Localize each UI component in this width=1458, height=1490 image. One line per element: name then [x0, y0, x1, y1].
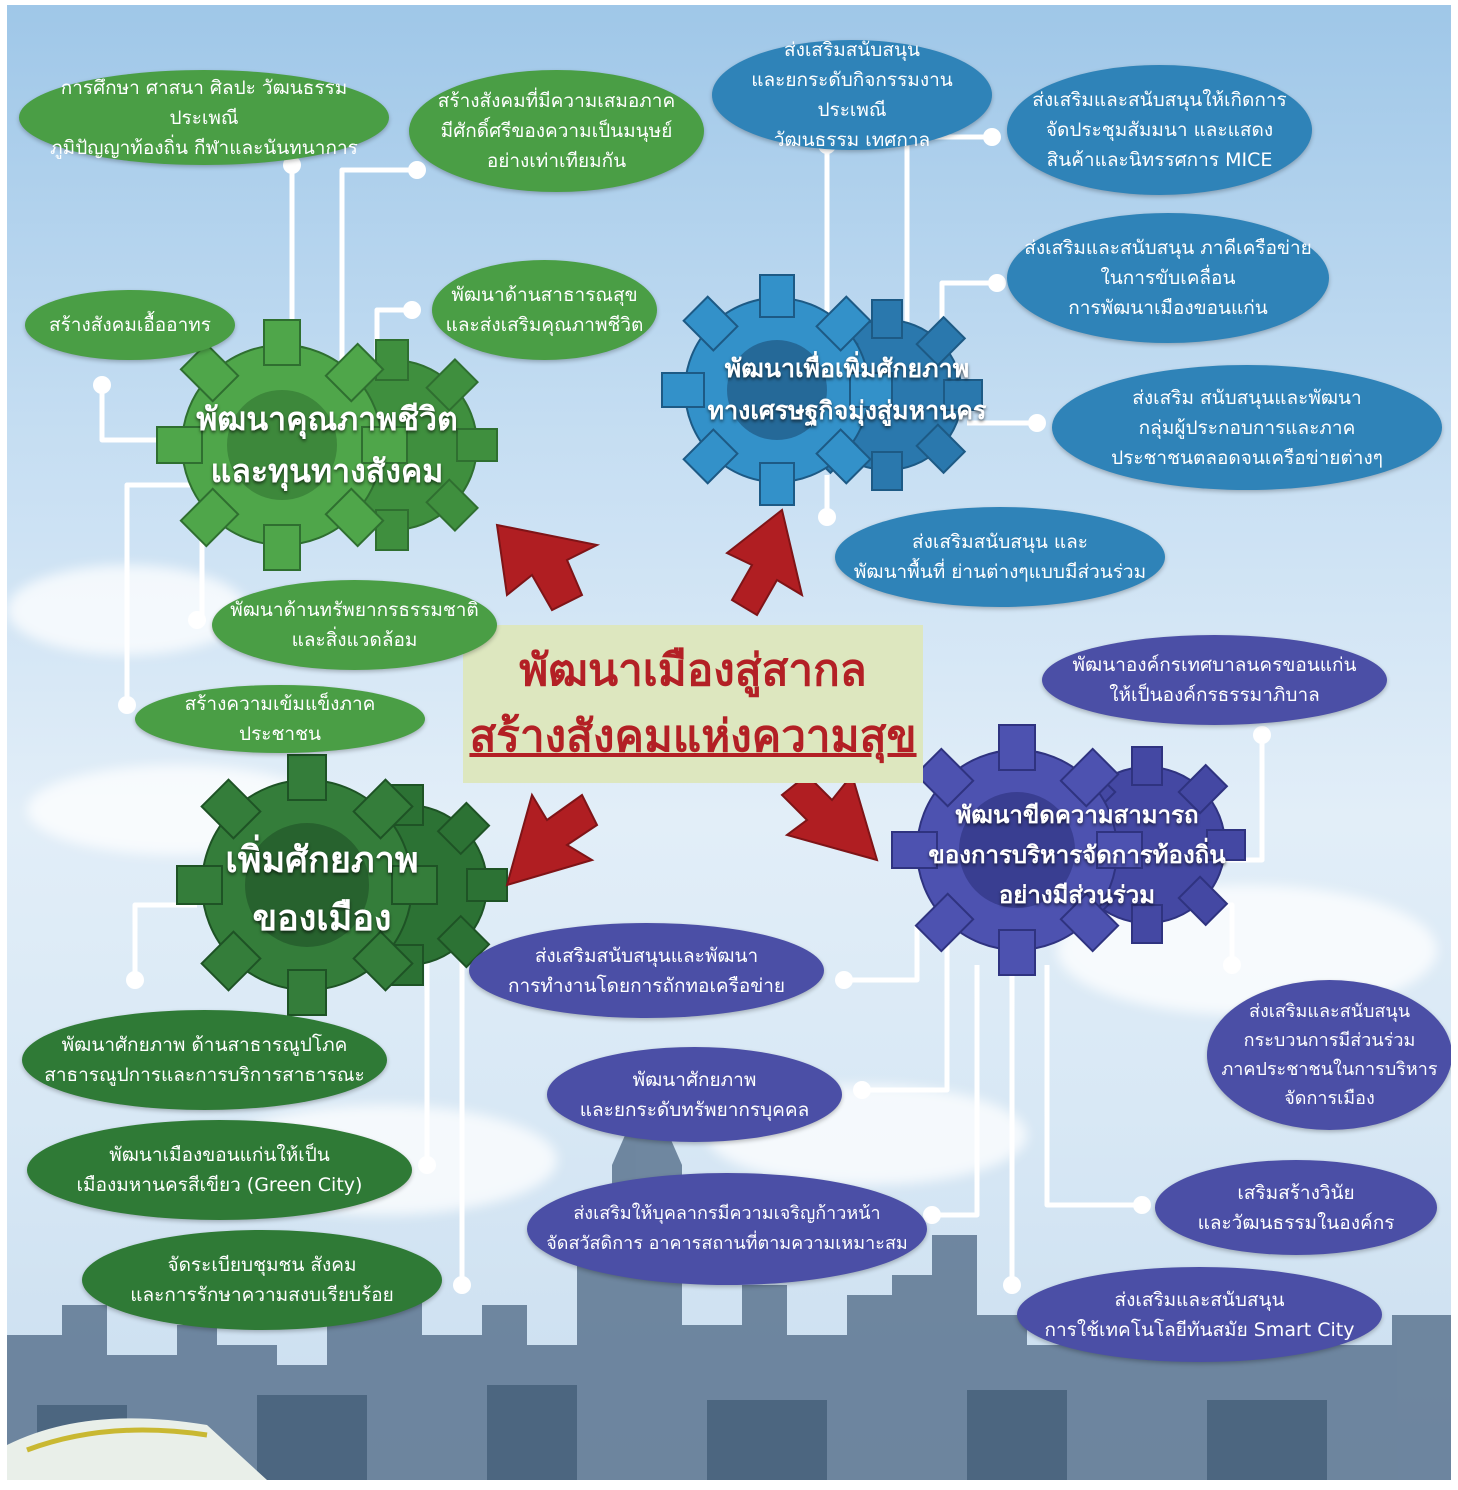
bubble-line: ส่งเสริมสนับสนุน และ — [911, 531, 1089, 553]
arrow-bottom-right — [780, 772, 879, 862]
bubble-discipline: เสริมสร้างวินัย และวัฒนธรรมในองค์กร — [1155, 1160, 1437, 1255]
bubble-line: กระบวนการมีส่วนร่วม — [1243, 1030, 1416, 1051]
bubble-green-city: พัฒนาเมืองขอนแก่นให้เป็น เมืองมหานครสีเข… — [27, 1120, 412, 1220]
bubble-smart-city: ส่งเสริมและสนับสนุน การใช้เทคโนโลยีทันสม… — [1017, 1267, 1382, 1362]
bubble-line: จัดสวัสดิการ อาคารสถานที่ตามความเหมาะสม — [546, 1233, 908, 1254]
bubble-line: พัฒนาเมืองขอนแก่นให้เป็น — [109, 1144, 330, 1166]
gear-title-line: พัฒนาเพื่อเพิ่มศักยภาพ — [724, 354, 970, 383]
bubble-line: ส่งเสริมและสนับสนุน — [1114, 1288, 1285, 1311]
bubble-line: ในการขับเคลื่อน — [1100, 267, 1236, 289]
gear-title-line: ของเมือง — [252, 898, 392, 939]
bubble-line: พัฒนาพื้นที่ ย่านต่างๆแบบมีส่วนร่วม — [853, 561, 1147, 583]
gear-title-line: และทุนทางสังคม — [210, 452, 444, 490]
bubble-line: การใช้เทคโนโลยีทันสมัย Smart City — [1044, 1318, 1355, 1341]
gear-title-line: เพิ่มศักยภาพ — [225, 840, 419, 881]
bubble-line: สร้างสังคมที่มีความเสมอภาค — [437, 90, 676, 112]
gear-bottom-left — [176, 754, 508, 1016]
bubble-line: พัฒนาศักยภาพ ด้านสาธารณูปโภค — [61, 1034, 348, 1056]
bubble-line: ภูมิปัญญาท้องถิ่น กีฬาและนันทนาการ — [50, 136, 358, 159]
gear-title-line: อย่างมีส่วนร่วม — [998, 881, 1156, 909]
bubble-line: จัดระเบียบชุมชน สังคม — [167, 1254, 357, 1276]
gear-bottom-right — [891, 724, 1246, 976]
gear-title-line: พัฒนาขีดความสามารถ — [955, 801, 1199, 829]
bubble-line: ประชาชนตลอดจนเครือข่ายต่างๆ — [1111, 446, 1383, 469]
bubble-line: จัดประชุมสัมมนา และแสดง — [1045, 119, 1274, 141]
bubble-festivals: ส่งเสริมสนับสนุน และยกระดับกิจกรรมงานประ… — [712, 39, 992, 151]
arrow-top-right — [725, 508, 804, 617]
gear-label-top-left: พัฒนาคุณภาพชีวิต และทุนทางสังคม — [167, 390, 487, 500]
bubble-public-utilities: พัฒนาศักยภาพ ด้านสาธารณูปโภค สาธารณูปการ… — [22, 1010, 387, 1110]
bubble-line: และวัฒนธรรมในองค์กร — [1197, 1211, 1395, 1234]
center-title-line2: สร้างสังคมแห่งความสุข — [469, 711, 917, 762]
bubble-line: สาธารณูปการและการบริการสาธารณะ — [44, 1064, 365, 1086]
bubble-line: และส่งเสริมคุณภาพชีวิต — [445, 314, 644, 336]
bubble-networking: ส่งเสริมสนับสนุนและพัฒนา การทำงานโดยการถ… — [469, 923, 824, 1018]
bubble-staff-welfare: ส่งเสริมให้บุคลากรมีความเจริญก้าวหน้า จั… — [527, 1173, 927, 1285]
center-title-box: พัฒนาเมืองสู่สากล สร้างสังคมแห่งความสุข — [463, 625, 923, 783]
bubble-line: ส่งเสริมสนับสนุนและพัฒนา — [534, 944, 759, 967]
bubble-line: และยกระดับทรัพยากรบุคคล — [579, 1098, 810, 1121]
gear-title-line: ทางเศรษฐกิจมุ่งสู่มหานคร — [707, 396, 987, 425]
bubble-line: ส่งเสริมให้บุคลากรมีความเจริญก้าวหน้า — [573, 1203, 881, 1224]
bubble-line: และการรักษาความสงบเรียบร้อย — [130, 1284, 394, 1306]
bubble-education-culture: การศึกษา ศาสนา ศิลปะ วัฒนธรรม ประเพณี ภู… — [19, 70, 389, 165]
bubble-line: สร้างความเข้มแข็งภาคประชาชน — [184, 693, 376, 745]
bubble-line: ส่งเสริม สนับสนุนและพัฒนา — [1132, 386, 1362, 409]
arrow-top-left — [495, 523, 601, 612]
bubble-line: ส่งเสริมและสนับสนุน — [1248, 1001, 1411, 1022]
bubble-generous-society: สร้างสังคมเอื้ออาทร — [25, 290, 235, 360]
bubble-line: พัฒนาศักยภาพ — [632, 1068, 757, 1091]
bubble-district-development: ส่งเสริมสนับสนุน และ พัฒนาพื้นที่ ย่านต่… — [835, 507, 1165, 607]
bubble-line: พัฒนาด้านทรัพยากรธรรมชาติ — [230, 599, 479, 621]
bubble-participation: ส่งเสริมและสนับสนุน กระบวนการมีส่วนร่วม … — [1207, 980, 1451, 1130]
bubble-human-resources: พัฒนาศักยภาพ และยกระดับทรัพยากรบุคคล — [547, 1047, 842, 1142]
bubble-line: และสิ่งแวดล้อม — [291, 629, 418, 651]
bubble-line: พัฒนาด้านสาธารณสุข — [451, 284, 638, 306]
arrow-bottom-left — [505, 792, 599, 887]
bubble-line: พัฒนาองค์กรเทศบาลนครขอนแก่น — [1072, 654, 1357, 676]
infographic-canvas: พัฒนาคุณภาพชีวิต และทุนทางสังคม พัฒนาเพื… — [7, 5, 1451, 1480]
bubble-line: ส่งเสริมสนับสนุน — [784, 39, 920, 61]
bubble-mice: ส่งเสริมและสนับสนุนให้เกิดการ จัดประชุมส… — [1007, 65, 1312, 195]
bubble-line: มีศักดิ์ศรีของความเป็นมนุษย์ — [440, 120, 673, 142]
gear-label-bottom-right: พัฒนาขีดความสามารถ ของการบริหารจัดการท้อ… — [907, 790, 1247, 920]
bubble-line: จัดการเมือง — [1284, 1088, 1375, 1109]
gear-label-bottom-left: เพิ่มศักยภาพ ของเมือง — [207, 830, 437, 950]
gear-title-line: ของการบริหารจัดการท้องถิ่น — [928, 841, 1226, 869]
gear-title-line: พัฒนาคุณภาพชีวิต — [196, 400, 458, 438]
bubble-good-governance: พัฒนาองค์กรเทศบาลนครขอนแก่น ให้เป็นองค์ก… — [1042, 635, 1387, 725]
bubble-natural-resources: พัฒนาด้านทรัพยากรธรรมชาติ และสิ่งแวดล้อม — [212, 580, 497, 670]
bubble-equality: สร้างสังคมที่มีความเสมอภาค มีศักดิ์ศรีขอ… — [409, 70, 704, 192]
bubble-line: เสริมสร้างวินัย — [1237, 1181, 1355, 1204]
bubble-line: การศึกษา ศาสนา ศิลปะ วัฒนธรรม ประเพณี — [60, 76, 348, 129]
bubble-line: วัฒนธรรม เทศกาล — [773, 129, 931, 151]
gear-top-right — [661, 274, 983, 506]
bubble-community-order: จัดระเบียบชุมชน สังคม และการรักษาความสงบ… — [82, 1230, 442, 1330]
bubble-entrepreneurs: ส่งเสริม สนับสนุนและพัฒนา กลุ่มผู้ประกอบ… — [1052, 365, 1442, 490]
bubble-civil-strength: สร้างความเข้มแข็งภาคประชาชน — [135, 685, 425, 753]
center-title-line1: พัฒนาเมืองสู่สากล — [519, 645, 867, 696]
bubble-line: สินค้าและนิทรรศการ MICE — [1046, 149, 1273, 171]
gear-top-left — [156, 319, 498, 571]
bubble-line: ภาคประชาชนในการบริหาร — [1221, 1059, 1438, 1080]
bubble-line: ส่งเสริมและสนับสนุนให้เกิดการ — [1032, 89, 1287, 111]
city-skyline — [7, 1085, 1451, 1480]
bubble-line: กลุ่มผู้ประกอบการและภาค — [1138, 416, 1356, 439]
bubble-line: เมืองมหานครสีเขียว (Green City) — [76, 1174, 363, 1196]
bubble-line: การทำงานโดยการถักทอเครือข่าย — [507, 974, 786, 997]
bubble-public-health: พัฒนาด้านสาธารณสุข และส่งเสริมคุณภาพชีวิ… — [432, 260, 657, 360]
bubble-line: อย่างเท่าเทียมกัน — [486, 150, 627, 172]
bubble-line: ส่งเสริมและสนับสนุน ภาคีเครือข่าย — [1024, 237, 1312, 259]
bubble-line: การพัฒนาเมืองขอนแก่น — [1068, 297, 1268, 319]
bubble-line: ให้เป็นองค์กรธรรมาภิบาล — [1109, 684, 1320, 706]
bubble-network-partners: ส่งเสริมและสนับสนุน ภาคีเครือข่าย ในการข… — [1007, 213, 1329, 343]
bubble-line: สร้างสังคมเอื้ออาทร — [49, 314, 211, 336]
bubble-line: และยกระดับกิจกรรมงานประเพณี — [751, 69, 953, 121]
diagram-connectors — [93, 128, 1271, 1294]
arrow-group — [495, 508, 879, 887]
gear-label-top-right: พัฒนาเพื่อเพิ่มศักยภาพ ทางเศรษฐกิจมุ่งสู… — [697, 345, 997, 435]
